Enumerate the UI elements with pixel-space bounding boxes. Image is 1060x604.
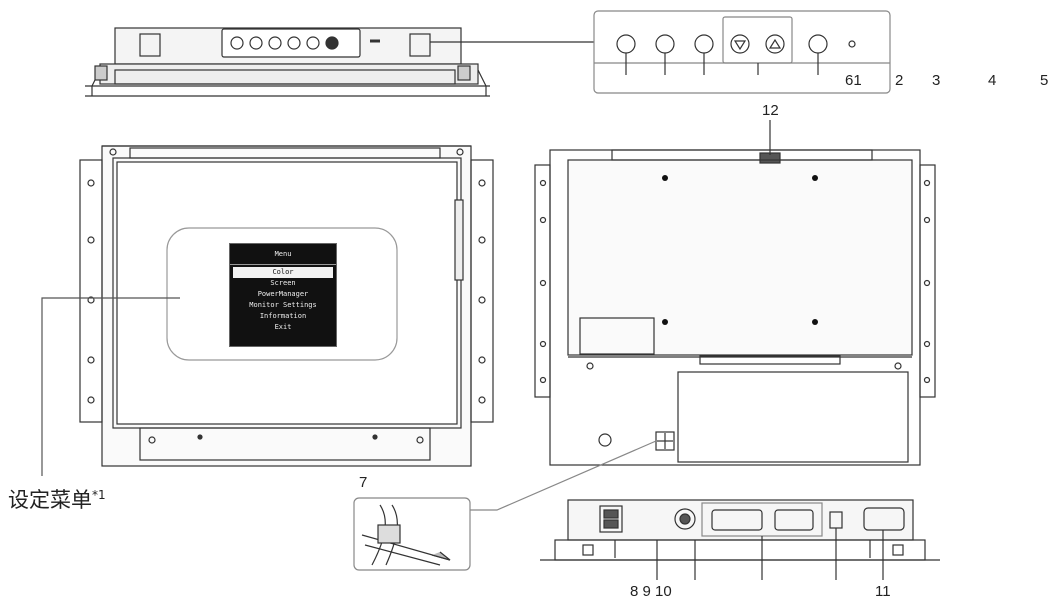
settings-menu-label: 设定菜单*1 (8, 484, 106, 514)
osd-item-color: Color (233, 267, 333, 278)
label-5: 5 (1040, 72, 1049, 89)
top-edge-view (85, 27, 490, 97)
osd-item-exit: Exit (274, 323, 292, 331)
label-8-9-10: 8 9 10 (630, 583, 672, 600)
label-11: 11 (875, 583, 891, 600)
osd-item-powermanager: PowerManager (257, 290, 309, 298)
top-edge-buttons (230, 36, 339, 50)
label-61: 61 (845, 72, 862, 89)
osd-item-monitor-settings: Monitor Settings (249, 301, 317, 309)
label-2: 2 (895, 72, 904, 89)
leader-7 (470, 440, 657, 511)
label-7: 7 (359, 474, 368, 491)
front-mount-holes (87, 148, 486, 444)
osd-menu: Menu Color Screen PowerManager Monitor S… (229, 243, 337, 347)
rear-mount-holes (539, 179, 931, 384)
osd-zoom-frame (166, 227, 398, 361)
button-callout (593, 10, 891, 94)
settings-menu-text: 设定菜单 (8, 488, 92, 512)
rear-screws (662, 175, 818, 325)
connector-view (540, 499, 940, 580)
osd-item-screen: Screen (270, 279, 296, 287)
label-12: 12 (762, 102, 779, 119)
label-3: 3 (932, 72, 941, 89)
rear-view (534, 149, 936, 466)
osd-menu-title: Menu (230, 244, 336, 265)
label-4: 4 (988, 72, 997, 89)
settings-menu-footnote: *1 (92, 488, 106, 502)
osd-item-information: Information (259, 312, 307, 320)
settings-menu-leader (41, 297, 180, 476)
cable-clamp-inset (353, 497, 471, 571)
